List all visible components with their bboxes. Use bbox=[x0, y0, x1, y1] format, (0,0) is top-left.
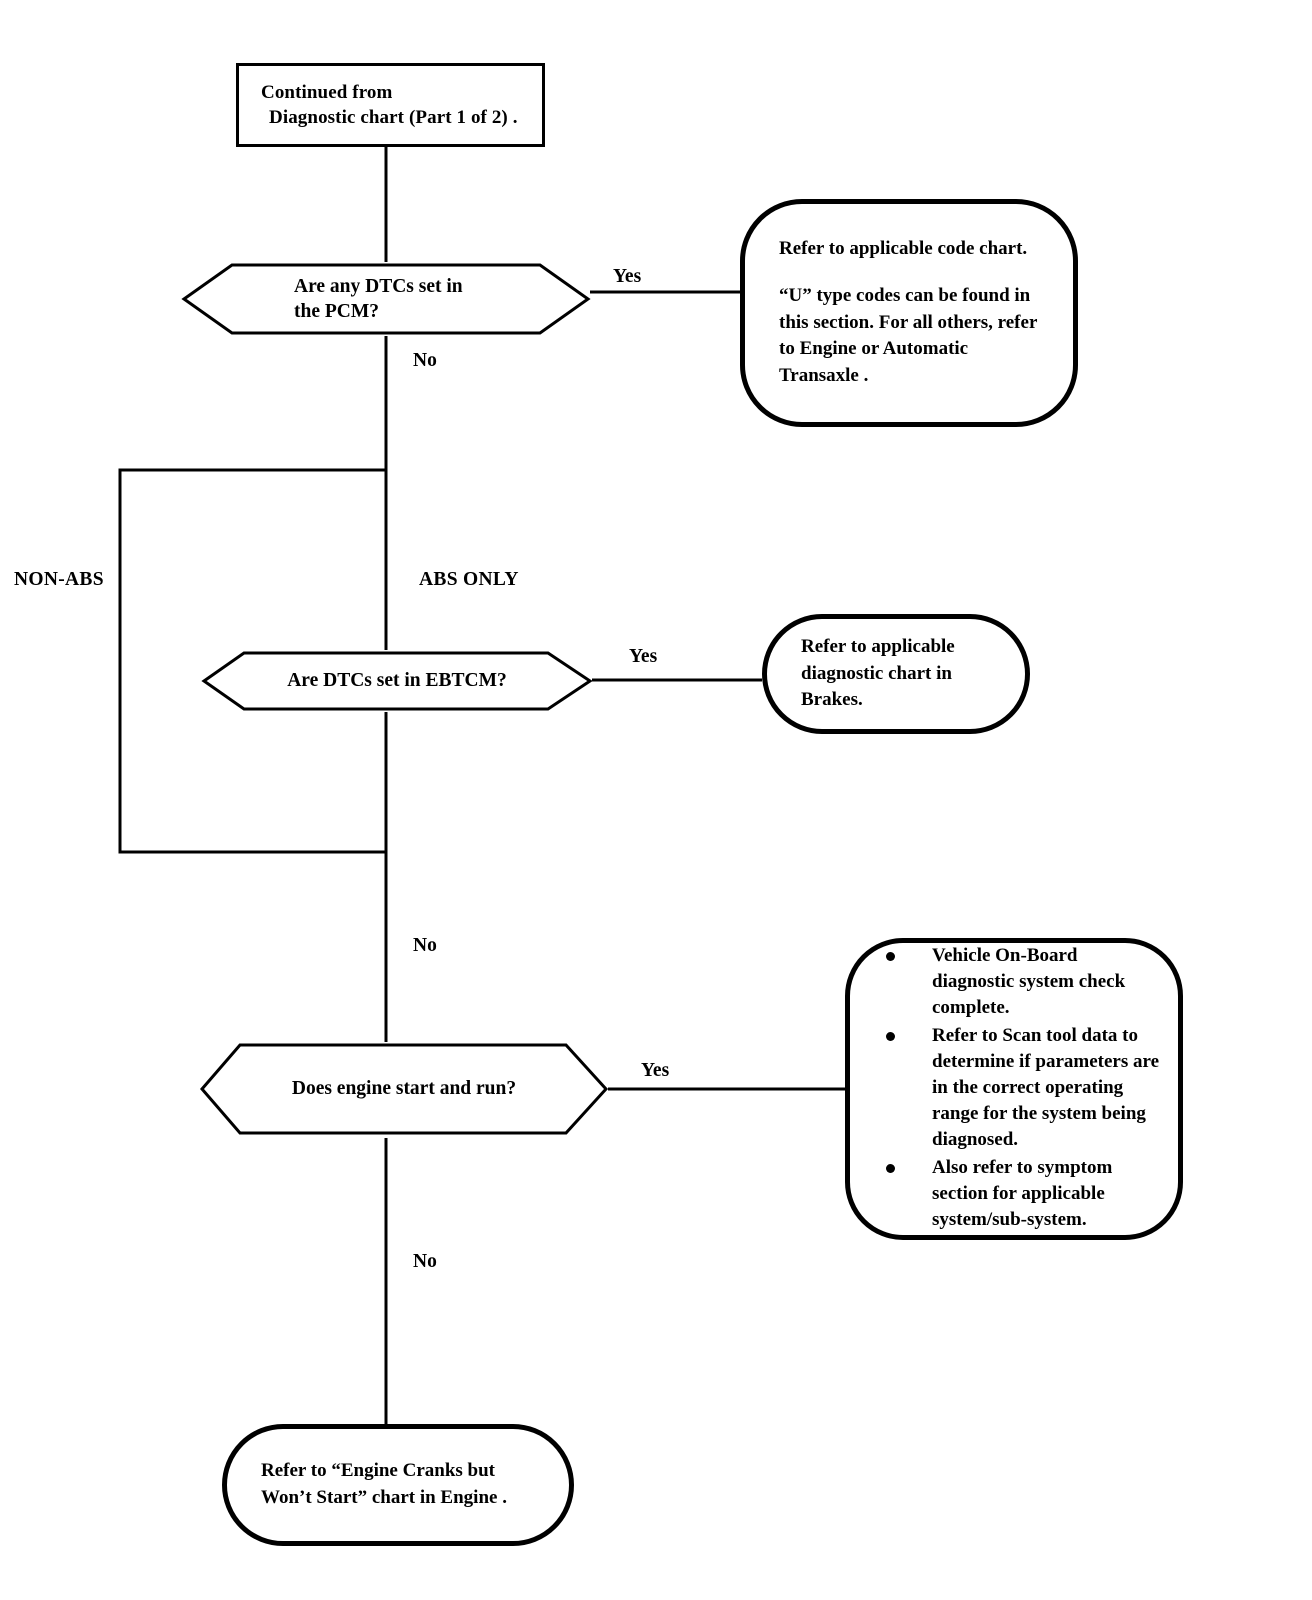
start-box-line-2: Diagnostic chart (Part 1 of 2) . bbox=[269, 107, 518, 128]
label-ebtcm-no: No bbox=[413, 935, 437, 956]
action-complete-bullet-2: Refer to Scan tool data to determine if … bbox=[932, 1024, 1160, 1151]
action-complete-bullet-1: Vehicle On-Board diagnostic system check… bbox=[932, 944, 1126, 1018]
node-action-brakes: Refer to applicable diagnostic chart in … bbox=[762, 614, 1030, 734]
action-complete-list: Vehicle On-Board diagnostic system check… bbox=[880, 943, 1160, 1235]
decision-ebtcm-text: Are DTCs set in EBTCM? bbox=[202, 650, 592, 712]
node-decision-ebtcm: Are DTCs set in EBTCM? bbox=[201, 650, 593, 712]
label-non-abs: NON-ABS bbox=[14, 569, 104, 590]
node-end-engine-cranks: Refer to “Engine Cranks but Won’t Start”… bbox=[222, 1424, 574, 1546]
bullet-icon bbox=[886, 951, 895, 961]
list-item: Vehicle On-Board diagnostic system check… bbox=[880, 943, 1160, 1021]
end-box-para-1: Refer to “Engine Cranks but Won’t Start”… bbox=[261, 1460, 507, 1508]
label-ebtcm-yes: Yes bbox=[629, 646, 658, 667]
list-item: Refer to Scan tool data to determine if … bbox=[880, 1023, 1160, 1153]
action-code-chart-para-1: Refer to applicable code chart. bbox=[779, 237, 1028, 259]
label-engine-no: No bbox=[413, 1251, 437, 1272]
node-decision-engine: Does engine start and run? bbox=[200, 1042, 609, 1136]
label-engine-yes: Yes bbox=[641, 1060, 670, 1081]
label-pcm-no: No bbox=[413, 350, 437, 371]
label-abs-only: ABS ONLY bbox=[419, 569, 519, 590]
label-pcm-yes: Yes bbox=[613, 266, 642, 287]
start-box-line-1: Continued from bbox=[261, 81, 393, 103]
decision-ebtcm-line-1: Are DTCs set in EBTCM? bbox=[287, 670, 507, 692]
node-continued-from: Continued from Diagnostic chart (Part 1 … bbox=[236, 63, 545, 147]
hexagon-outline bbox=[201, 651, 593, 711]
decision-engine-text: Does engine start and run? bbox=[200, 1042, 608, 1136]
action-code-chart-para-2: “U” type codes can be found in this sect… bbox=[779, 284, 1038, 387]
node-action-code-chart: Refer to applicable code chart. “U” type… bbox=[740, 199, 1078, 427]
node-action-complete: Vehicle On-Board diagnostic system check… bbox=[845, 938, 1183, 1240]
decision-pcm-line-1: Are any DTCs set in bbox=[294, 275, 463, 297]
node-decision-pcm: Are any DTCs set in the PCM? bbox=[181, 262, 591, 336]
action-complete-bullet-3: Also refer to symptom section for applic… bbox=[932, 1157, 1113, 1231]
decision-pcm-line-2: the PCM? bbox=[294, 301, 380, 322]
decision-pcm-text: Are any DTCs set in the PCM? bbox=[182, 262, 590, 336]
bullet-icon bbox=[886, 1031, 895, 1041]
bullet-icon bbox=[886, 1164, 895, 1174]
hexagon-outline bbox=[181, 263, 591, 335]
decision-engine-line-1: Does engine start and run? bbox=[291, 1078, 517, 1100]
hexagon-outline bbox=[200, 1043, 609, 1135]
action-brakes-para-1: Refer to applicable diagnostic chart in … bbox=[801, 635, 955, 711]
list-item: Also refer to symptom section for applic… bbox=[880, 1155, 1160, 1233]
